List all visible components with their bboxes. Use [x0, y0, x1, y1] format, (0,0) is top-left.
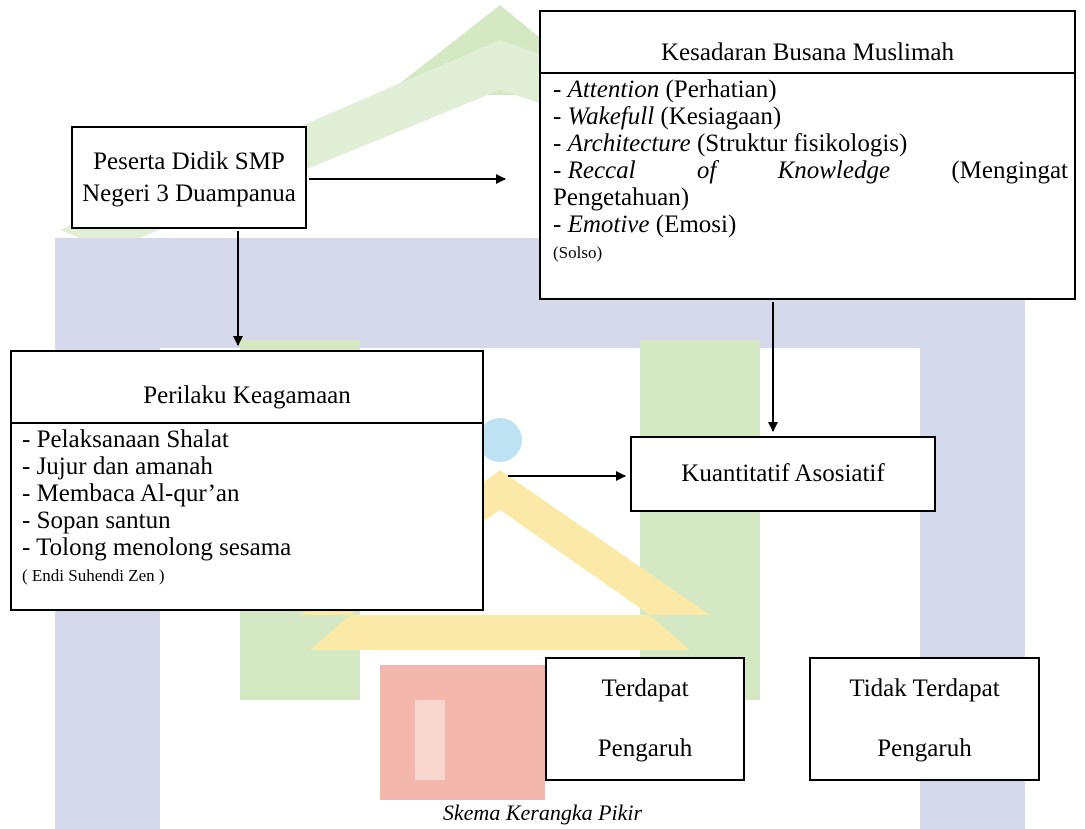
kesadaran-source: (Solso) — [553, 243, 603, 262]
kesadaran-item: - Architecture (Struktur fisikologis) — [553, 130, 908, 157]
watermark-dot — [478, 418, 522, 462]
watermark-red-cut — [415, 700, 445, 780]
perilaku-item: - Tolong menolong sesama — [22, 534, 292, 561]
tidak-line-1: Tidak Terdapat — [849, 675, 1000, 702]
kesadaran-item: - Attention (Perhatian) — [553, 76, 777, 103]
perilaku-list: - Pelaksanaan Shalat - Jujur dan amanah … — [12, 424, 482, 588]
tidak-line-2: Pengaruh — [877, 735, 972, 762]
perilaku-item: - Pelaksanaan Shalat — [22, 426, 229, 453]
watermark-red-shape — [380, 665, 545, 800]
kesadaran-list: - Attention (Perhatian) - Wakefull (Kesi… — [541, 74, 1074, 265]
peserta-line-2: Negeri 3 Duampanua — [82, 179, 296, 207]
watermark-yellow-base — [310, 615, 690, 650]
perilaku-title: Perilaku Keagamaan — [12, 352, 482, 424]
perilaku-item: - Sopan santun — [22, 507, 171, 534]
perilaku-box: Perilaku Keagamaan - Pelaksanaan Shalat … — [10, 350, 484, 611]
perilaku-item: - Membaca Al-qur’an — [22, 480, 240, 507]
terdapat-box: Terdapat Pengaruh — [545, 657, 745, 781]
kesadaran-item: - Wakefull (Kesiagaan) — [553, 103, 782, 130]
figure-caption: Skema Kerangka Pikir — [442, 800, 643, 825]
terdapat-line-1: Terdapat — [601, 675, 689, 702]
perilaku-source: ( Endi Suhendi Zen ) — [22, 566, 165, 585]
kesadaran-title: Kesadaran Busana Muslimah — [541, 12, 1074, 74]
watermark-yellow-shape — [300, 470, 710, 615]
kesadaran-item-continuation: Pengetahuan) — [553, 184, 690, 211]
kuantitatif-label: Kuantitatif Asosiatif — [681, 460, 885, 487]
terdapat-line-2: Pengaruh — [597, 735, 693, 762]
kuantitatif-box: Kuantitatif Asosiatif — [630, 436, 936, 512]
peserta-didik-box: Peserta Didik SMP Negeri 3 Duampanua — [71, 126, 307, 229]
kesadaran-box: Kesadaran Busana Muslimah - Attention (P… — [539, 10, 1076, 300]
tidak-terdapat-box: Tidak Terdapat Pengaruh — [809, 657, 1040, 781]
perilaku-item: - Jujur dan amanah — [22, 453, 213, 480]
peserta-line-1: Peserta Didik SMP — [93, 147, 285, 175]
kesadaran-item: - Reccal of Knowledge (Mengingat — [553, 157, 1068, 184]
kesadaran-item: - Emotive (Emosi) — [553, 211, 737, 238]
